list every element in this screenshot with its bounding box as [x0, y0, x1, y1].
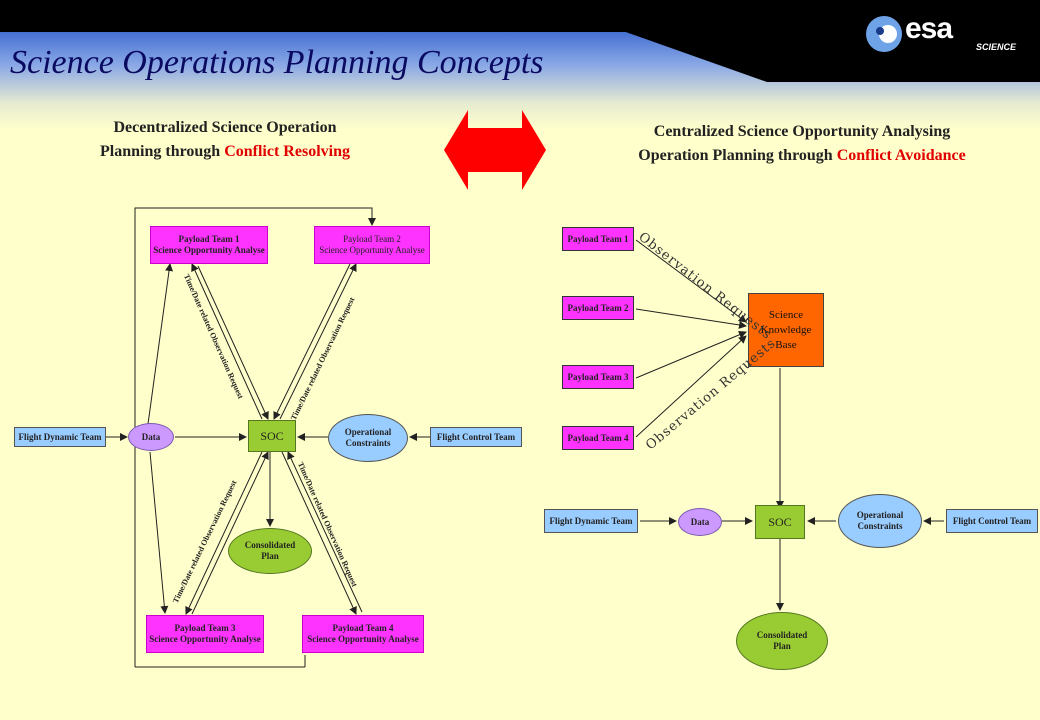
right-flight-control-team: Flight Control Team: [946, 509, 1038, 533]
right-op-line1: Operational: [856, 510, 904, 520]
left-heading: Decentralized Science Operation Planning…: [40, 116, 410, 164]
header-bar: [0, 0, 1040, 32]
left-pt3-sub: Science Opportunity Analyse: [149, 634, 261, 644]
right-flight-dynamic-team: Flight Dynamic Team: [544, 509, 638, 533]
skb-line2: Knowledge: [760, 323, 812, 336]
left-cp-line2: Plan: [261, 551, 279, 561]
left-heading-line2: Planning through Conflict Resolving: [40, 140, 410, 164]
right-heading: Centralized Science Opportunity Analysin…: [572, 120, 1032, 168]
right-heading-plain: Operation Planning through: [638, 147, 833, 164]
left-cp-line1: Consolidated: [244, 540, 296, 550]
right-cp-line1: Consolidated: [756, 630, 808, 640]
page-title: Science Operations Planning Concepts: [10, 44, 544, 81]
left-op-line1: Operational: [344, 427, 392, 437]
right-op-line2: Constraints: [857, 521, 903, 531]
right-heading-line2: Operation Planning through Conflict Avoi…: [572, 144, 1032, 168]
logo-name: esa: [905, 12, 953, 45]
skb-line1: Science: [768, 308, 804, 321]
esa-logo-icon: [866, 16, 902, 52]
right-soc-node: SOC: [755, 505, 805, 539]
left-flight-control-team: Flight Control Team: [430, 427, 522, 447]
left-soc-node: SOC: [248, 420, 296, 452]
left-heading-line1: Decentralized Science Operation: [113, 119, 337, 136]
left-pt3-name: Payload Team 3: [174, 623, 236, 633]
right-payload-team-4: Payload Team 4: [562, 426, 634, 450]
left-heading-highlight: Conflict Resolving: [224, 143, 350, 160]
skb-line3: Base: [775, 338, 797, 351]
left-pt2-name: Payload Team 2: [343, 234, 401, 244]
left-data-node: Data: [128, 423, 174, 451]
left-pt4-name: Payload Team 4: [332, 623, 394, 633]
left-flight-dynamic-team: Flight Dynamic Team: [14, 427, 106, 447]
left-heading-plain: Planning through: [100, 143, 221, 160]
right-data-node: Data: [678, 508, 722, 536]
double-arrow-icon: [444, 110, 546, 190]
right-payload-team-2: Payload Team 2: [562, 296, 634, 320]
left-pt2-sub: Science Opportunity Analyse: [319, 245, 425, 255]
right-payload-team-3: Payload Team 3: [562, 365, 634, 389]
right-payload-team-1: Payload Team 1: [562, 227, 634, 251]
left-pt4-sub: Science Opportunity Analyse: [307, 634, 419, 644]
right-cp-line2: Plan: [773, 641, 791, 651]
logo-subtitle: SCIENCE: [976, 42, 1017, 52]
left-pt1-sub: Science Opportunity Analyse: [153, 245, 265, 255]
right-heading-line1: Centralized Science Opportunity Analysin…: [653, 123, 951, 140]
left-pt1-name: Payload Team 1: [178, 234, 240, 244]
right-heading-highlight: Conflict Avoidance: [836, 147, 966, 164]
left-op-line2: Constraints: [345, 438, 391, 448]
